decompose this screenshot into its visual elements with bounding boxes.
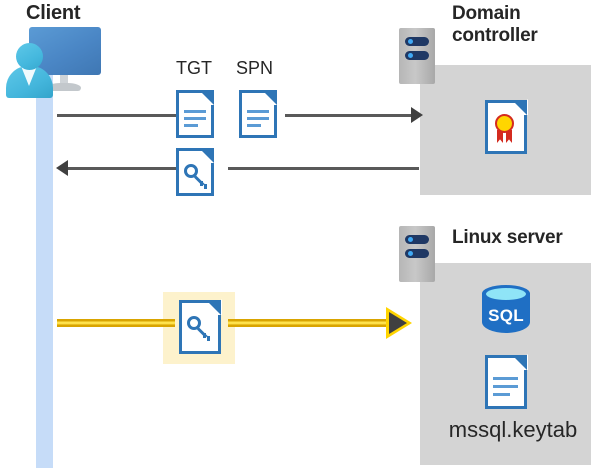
keytab-document-icon: [485, 354, 528, 409]
document-text-line-icon: [247, 117, 269, 120]
request-arrowhead-icon: [411, 107, 423, 123]
document-page-icon: [179, 300, 221, 354]
ticket-key-document-icon: [176, 147, 215, 196]
server-led-icon: [408, 251, 413, 256]
spn-label: SPN: [236, 58, 274, 78]
response-arrow-segment-left: [66, 167, 179, 170]
key-tooth-icon: [203, 333, 206, 338]
certificate-ribbon-icon: [497, 130, 503, 143]
document-fold-icon: [206, 300, 221, 315]
key-ring-icon: [184, 164, 198, 178]
linux-server-title: Linux server: [452, 227, 563, 248]
document-text-line-icon: [247, 124, 261, 127]
service-ticket-key-document-icon: [179, 299, 222, 354]
response-arrowhead-icon: [56, 160, 68, 176]
sql-database-icon: SQL: [482, 285, 530, 341]
service-ticket-arrow-segment-right: [228, 319, 390, 327]
server-bay-icon: [405, 37, 429, 46]
spn-document-icon: [239, 89, 278, 138]
key-tooth-icon: [200, 181, 203, 186]
document-text-line-icon: [184, 110, 206, 113]
client-lifeline: [36, 66, 53, 468]
document-fold-icon: [199, 90, 214, 105]
server-bay-icon: [405, 249, 429, 258]
domain-controller-server-icon: [399, 28, 435, 84]
key-tooth-icon: [204, 184, 207, 189]
document-text-line-icon: [184, 117, 206, 120]
client-title: Client: [26, 2, 81, 24]
document-text-line-icon: [493, 377, 518, 380]
tgt-label: TGT: [176, 58, 212, 78]
sql-cylinder-top-icon: [482, 285, 530, 302]
tgt-document-icon: [176, 89, 215, 138]
request-arrow-segment-right: [285, 114, 413, 117]
linux-server-server-icon: [399, 226, 435, 282]
person-collar-icon: [21, 66, 37, 86]
domain-controller-title: Domain controller: [452, 3, 538, 47]
document-fold-icon: [262, 90, 277, 105]
server-led-icon: [408, 39, 413, 44]
document-text-line-icon: [493, 385, 518, 388]
server-led-icon: [408, 237, 413, 242]
service-ticket-arrowhead-inner-icon: [389, 312, 407, 334]
request-arrow-segment-left: [57, 114, 177, 117]
keytab-caption: mssql.keytab: [448, 417, 578, 442]
key-tooth-icon: [207, 336, 210, 341]
document-fold-icon: [512, 100, 527, 115]
sql-cylinder-top-inner-icon: [486, 288, 526, 300]
person-head-icon: [16, 43, 43, 70]
document-fold-icon: [199, 148, 214, 163]
sql-label: SQL: [488, 306, 524, 325]
certificate-document-icon: [485, 99, 528, 154]
monitor-neck-icon: [60, 75, 68, 86]
document-page-icon: [485, 355, 527, 409]
document-text-line-icon: [184, 124, 198, 127]
certificate-seal-icon: [495, 114, 514, 133]
document-fold-icon: [512, 355, 527, 370]
key-ring-icon: [187, 316, 201, 330]
document-text-line-icon: [247, 110, 269, 113]
document-page-icon: [239, 90, 277, 138]
certificate-ribbon-icon: [506, 130, 512, 143]
service-ticket-arrow-segment-left: [57, 319, 175, 327]
monitor-base-icon: [47, 83, 81, 91]
document-text-line-icon: [493, 393, 510, 396]
response-arrow-segment-right: [228, 167, 419, 170]
server-led-icon: [408, 53, 413, 58]
server-bay-icon: [405, 235, 429, 244]
server-bay-icon: [405, 51, 429, 60]
client-workstation-icon: [6, 25, 102, 105]
